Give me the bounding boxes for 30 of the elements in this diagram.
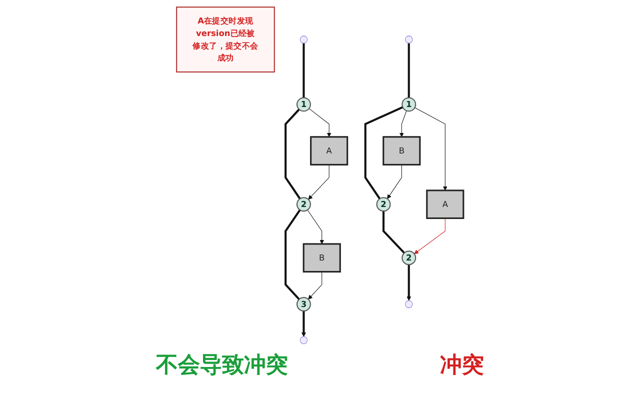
arrow (406, 264, 412, 300)
node-circle (296, 196, 311, 212)
node-box (382, 136, 421, 165)
arrow (387, 164, 402, 198)
connector (364, 106, 404, 199)
arrow (308, 108, 332, 137)
node-box (302, 242, 341, 272)
connector (302, 42, 305, 98)
arrow (308, 164, 330, 200)
flowchart: 1 A 2 B 3 1 A B 2 2 A在提交时发现version已经被修改了，提交不会成功 (5, 2, 635, 348)
caption-text: 冲突 (440, 352, 484, 380)
arrow (307, 209, 324, 244)
node-box (426, 189, 464, 218)
caption-text: 不会导致冲突 (156, 352, 288, 380)
node-box (310, 136, 348, 165)
node-circle (402, 250, 416, 265)
node-circle (296, 296, 311, 311)
arrow (414, 106, 448, 190)
connector (284, 208, 301, 300)
arrow (399, 110, 407, 137)
connector (408, 42, 410, 98)
node-box (176, 6, 275, 72)
node-circle (376, 196, 391, 212)
arrow (414, 217, 446, 254)
arrow (301, 310, 306, 336)
node-circle (296, 96, 311, 112)
node-circle (402, 96, 416, 112)
connector (284, 108, 301, 199)
connector (382, 210, 405, 254)
arrow (308, 271, 322, 299)
